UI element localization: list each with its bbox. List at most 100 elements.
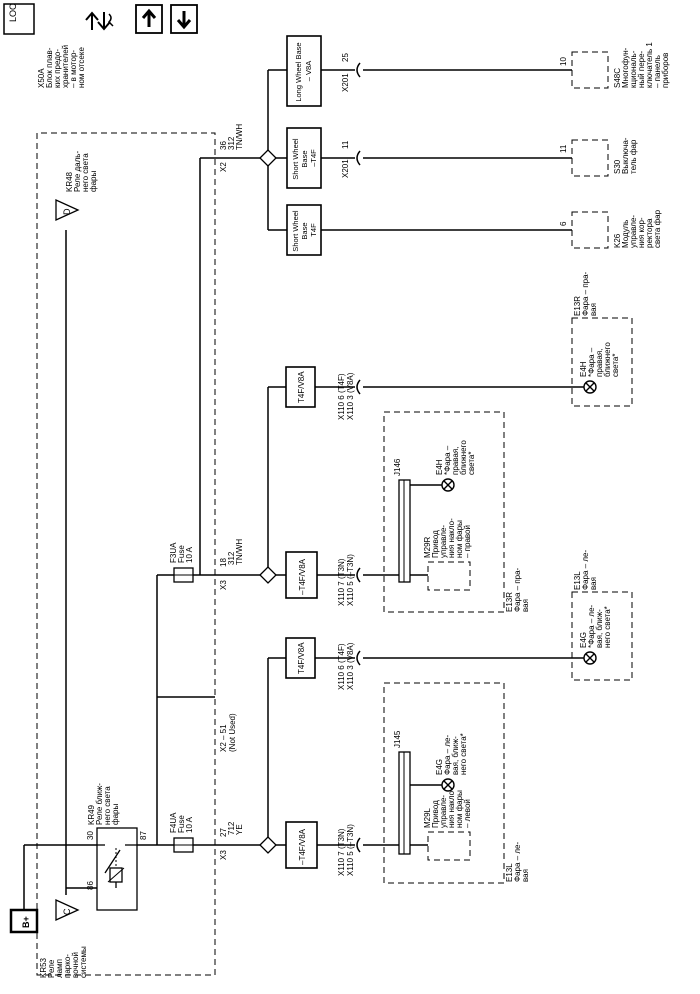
arrow-up-button[interactable] xyxy=(135,4,163,34)
arrow-down-button[interactable] xyxy=(170,4,198,34)
svg-text:E13LФара – ле-вая: E13LФара – ле-вая xyxy=(573,550,598,590)
svg-text:X2 – 51(Not Used): X2 – 51(Not Used) xyxy=(219,713,237,752)
x3-right-connector: X3 xyxy=(219,580,228,590)
s30-pin: 11 xyxy=(559,144,568,153)
connector-x110-a[interactable] xyxy=(356,837,361,853)
toolbar: LOC xyxy=(3,3,198,35)
kr53-letter: C xyxy=(62,908,72,915)
kr49-relay[interactable] xyxy=(96,827,138,911)
kr53-relay-ref[interactable]: C xyxy=(55,898,80,922)
svg-text:X110 7 (T3N)X110 5 (–T3N): X110 7 (T3N)X110 5 (–T3N) xyxy=(337,554,355,606)
x201-a-connector: X201 xyxy=(341,159,350,178)
fuse-f3ua[interactable] xyxy=(173,567,194,583)
e4g-lamp-icon-right[interactable] xyxy=(583,651,597,665)
option-box-short-wheel-t4f[interactable]: Short Wheel Base T4F xyxy=(286,204,322,256)
j146-label: J146 xyxy=(393,458,402,476)
splice-312-tnwh-lower[interactable] xyxy=(259,566,277,584)
svg-text:K26Модульуправле-ния кор-ректо: K26Модульуправле-ния кор-ректорасвета фа… xyxy=(613,209,662,248)
option-box-right-neg[interactable]: –T4F/V8A xyxy=(285,551,318,599)
svg-text:E13RФара – пра-вая: E13RФара – пра-вая xyxy=(505,567,530,612)
option-box-right-pos[interactable]: T4F/V8A xyxy=(285,366,316,408)
connector-x110-d[interactable] xyxy=(356,379,361,395)
k26-module-area xyxy=(571,211,609,249)
wires xyxy=(23,69,585,930)
j145-junction-bar[interactable] xyxy=(398,751,411,855)
svg-text:F4UAFuse10 A: F4UAFuse10 A xyxy=(169,812,194,833)
swap-arrows-icon[interactable] xyxy=(85,11,114,31)
e4h-left-label: E4H*Фара –правая,ближнегосвета* xyxy=(435,440,476,475)
x110-a-label: X110 7 (T3N)X110 5 (–T3N) xyxy=(337,824,355,876)
k26-label: K26Модульуправле-ния кор-ректорасвета фа… xyxy=(613,209,662,248)
svg-text:KR48Реле даль-него светафары: KR48Реле даль-него светафары xyxy=(65,151,98,192)
option-box-left-pos[interactable]: T4F/V8A xyxy=(285,637,316,679)
m29l-label: M29LПриводуправле-ния накло-ном фары– ле… xyxy=(423,788,472,828)
svg-text:S48CМногофун-кциональ-ный пере: S48CМногофун-кциональ-ный пере-ключатель… xyxy=(613,42,670,88)
e13r-right-area-label: E13RФара – пра-вая xyxy=(573,271,598,316)
e13l-headlamp-area-right xyxy=(571,591,633,681)
svg-text:KR53Релеламппарко-вочнойсистем: KR53Релеламппарко-вочнойсистемы xyxy=(39,946,88,978)
e13r-left-area-label: E13RФара – пра-вая xyxy=(505,567,530,612)
fuse-f4ua[interactable] xyxy=(173,837,194,853)
e4h-lamp-icon-left[interactable] xyxy=(441,478,455,492)
svg-text:E4G*Фара – ле-вая, ближ-него с: E4G*Фара – ле-вая, ближ-него света* xyxy=(579,604,612,648)
x3-left-pin: 27 xyxy=(219,828,228,837)
e13r-headlamp-area-left xyxy=(383,411,505,613)
x201-b-connector: X201 xyxy=(341,73,350,92)
j145-label: J145 xyxy=(393,730,402,748)
kr49-pin-86: 86 xyxy=(86,881,95,890)
e13l-right-area-label: E13LФара – ле-вая xyxy=(573,550,598,590)
svg-text:312TN/WH: 312TN/WH xyxy=(227,124,244,150)
splice-712-ye[interactable] xyxy=(259,836,277,854)
e4h-lamp-icon-right[interactable] xyxy=(583,380,597,394)
option-box-long-wheel-v8a[interactable]: Long Wheel Base – V8A xyxy=(286,35,322,107)
arrow-up-icon xyxy=(141,8,157,27)
option-box-short-wheel-neg-t4f[interactable]: Short Wheel Base –T4F xyxy=(286,127,322,189)
s30-label: S30Выключа-тель фар xyxy=(613,137,638,174)
connector-x201-b[interactable] xyxy=(356,62,361,78)
loc-label: LOC xyxy=(8,3,18,22)
m29r-label: M29RПриводуправле-ния накло-ном фары– пр… xyxy=(423,518,472,558)
kr48-label: KR48Реле даль-него светафары xyxy=(65,151,98,192)
kr53-label: KR53Релеламппарко-вочнойсистемы xyxy=(39,946,88,978)
x110-b-label: X110 6 (T4F)X110 3 (V8A) xyxy=(337,642,355,690)
e4h-right-label: E4H*Фара –правая,ближнегосвета* xyxy=(579,342,620,377)
kr49-pin-87: 87 xyxy=(139,831,148,840)
m29r-actuator[interactable] xyxy=(427,561,471,591)
loc-button[interactable]: LOC xyxy=(3,3,35,35)
e13l-headlamp-area-left xyxy=(383,682,505,884)
kr48-relay-ref[interactable]: D xyxy=(55,198,80,222)
svg-text:X50AБлок плав-ких предо-хранит: X50AБлок плав-ких предо-хранителей– в мо… xyxy=(37,45,86,88)
option-box-label: Short Wheel Base T4F xyxy=(291,208,318,251)
option-box-label: –T4F/V8A xyxy=(298,558,307,595)
option-box-label: T4F/V8A xyxy=(297,642,306,674)
connector-x110-b[interactable] xyxy=(356,650,361,666)
x3-right-pin: 18 xyxy=(219,558,228,567)
connector-x201-a[interactable] xyxy=(356,150,361,166)
kr48-letter: D xyxy=(62,208,72,215)
svg-text:E4H*Фара –правая,ближнегосвета: E4H*Фара –правая,ближнегосвета* xyxy=(579,342,620,377)
option-box-label: –T4F/V8A xyxy=(298,828,307,865)
arrow-down-icon xyxy=(176,11,192,30)
splice-312-tnwh-upper[interactable] xyxy=(259,149,277,167)
option-box-label: Long Wheel Base – V8A xyxy=(294,40,313,101)
j146-junction-bar[interactable] xyxy=(398,479,411,583)
connector-x110-c[interactable] xyxy=(356,567,361,583)
e4g-left-label: E4GФара – ле-вая, ближ-него света* xyxy=(435,733,468,775)
x110-c-label: X110 7 (T3N)X110 5 (–T3N) xyxy=(337,554,355,606)
e13l-left-area-label: E13LФара – ле-вая xyxy=(505,842,530,882)
svg-text:X110 7 (T3N)X110 5 (–T3N): X110 7 (T3N)X110 5 (–T3N) xyxy=(337,824,355,876)
svg-text:E4H*Фара –правая,ближнегосвета: E4H*Фара –правая,ближнегосвета* xyxy=(435,440,476,475)
option-box-left-neg[interactable]: –T4F/V8A xyxy=(285,821,318,869)
battery-positive[interactable]: B+ xyxy=(9,908,39,934)
m29l-actuator[interactable] xyxy=(427,831,471,861)
svg-text:712YE: 712YE xyxy=(227,821,244,835)
s48c-pin: 10 xyxy=(559,57,568,66)
svg-text:E13LФара – ле-вая: E13LФара – ле-вая xyxy=(505,842,530,882)
s30-switch-area xyxy=(571,139,609,177)
fuse-block-outline xyxy=(36,132,216,976)
module-x50a-label: X50AБлок плав-ких предо-хранителей– в мо… xyxy=(37,45,86,88)
e4g-lamp-icon-left[interactable] xyxy=(441,778,455,792)
e4g-right-label: E4G*Фара – ле-вая, ближ-него света* xyxy=(579,604,612,648)
svg-text:E4GФара – ле-вая, ближ-него св: E4GФара – ле-вая, ближ-него света* xyxy=(435,733,468,775)
